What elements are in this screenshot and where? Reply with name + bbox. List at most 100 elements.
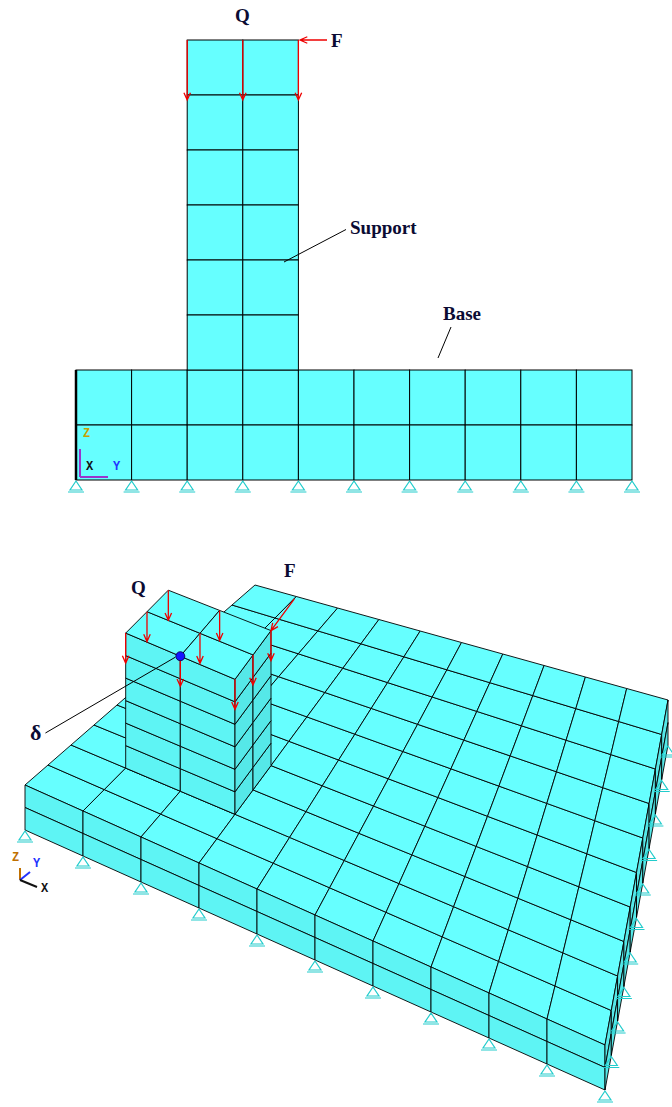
axis-z [79,449,81,477]
base-element [410,425,466,480]
leader-line [284,230,346,263]
support-element [243,315,299,370]
support-symbol [597,1091,613,1102]
load-label: Q [235,6,250,25]
base-element [257,912,315,961]
support-symbol [616,988,632,999]
load-label: Q [131,578,146,597]
support-symbol [624,481,640,492]
axis-label: Y [113,461,120,473]
support-symbol [610,1022,626,1033]
base-element [431,990,489,1039]
support-symbol [654,781,670,792]
force-arrow [271,599,294,631]
support-element [200,610,271,655]
support-element [243,40,299,95]
base-element [132,425,188,480]
base-element [354,370,410,425]
leader-line [438,327,451,358]
pressure-arrow [250,655,257,685]
support-symbol [629,919,645,930]
base-element [619,689,668,735]
base-element [547,1042,605,1091]
axis-label: X [86,461,93,473]
pressure-arrow [295,40,302,100]
base-element [465,425,521,480]
support-symbol [660,746,672,757]
support-symbol [568,481,584,492]
axis-label: X [41,883,48,895]
base-element [576,677,627,722]
support-symbol [513,481,529,492]
pressure-arrow [268,631,275,661]
base-element [521,425,577,480]
load-label: F [331,31,343,50]
support-symbol [133,883,149,894]
front-view [68,37,640,492]
support-symbol [603,1057,619,1068]
support-symbol [641,850,657,861]
base-element [410,370,466,425]
iso-view [17,585,672,1102]
part-name: Support [350,218,417,237]
base-element [132,370,188,425]
axis-label: Z [83,428,90,440]
axis-y [20,872,30,880]
support-symbol [481,1039,497,1050]
displacement-point [176,652,185,661]
base-element [298,370,354,425]
base-element [83,834,141,883]
support-symbol [457,481,473,492]
support-symbol [539,1065,555,1076]
base-element [465,370,521,425]
pressure-arrow [122,633,129,663]
pressure-arrow [165,590,172,620]
base-element [25,808,83,857]
base-element [76,370,132,425]
support-symbol [75,857,91,868]
base-element [354,425,410,480]
support-element [243,205,299,260]
pressure-arrow [216,610,223,640]
pressure-arrow [232,679,239,709]
base-element [187,425,243,480]
axis-label: Z [12,852,19,864]
support-symbol [235,481,251,492]
support-symbol [124,481,140,492]
support-symbol [307,961,323,972]
support-symbol [402,481,418,492]
support-symbol [17,831,33,842]
base-element [187,370,243,425]
base-element [315,938,373,987]
part-name: Base [443,304,481,323]
support-symbol [635,884,651,895]
support-symbol [191,909,207,920]
pressure-arrow [184,40,191,100]
support-symbol [179,481,195,492]
base-element [576,370,632,425]
support-symbol [249,935,265,946]
support-element [243,95,299,150]
support-symbol [68,481,84,492]
leader-line [45,657,175,733]
support-element [187,315,243,370]
axis-label: Y [33,858,40,870]
axis-y [80,476,108,478]
base-element [243,425,299,480]
support-symbol [423,1013,439,1024]
base-element [141,860,199,909]
axis-x [20,880,37,887]
support-symbol [365,987,381,998]
load-label: F [284,561,296,580]
support-symbol [647,815,663,826]
base-element [373,964,431,1013]
pressure-arrow [240,40,247,100]
support-element [243,150,299,205]
pressure-arrow [197,633,204,663]
pressure-arrow [144,612,151,642]
base-element [199,886,257,935]
support-element [243,260,299,315]
support-symbol [346,481,362,492]
